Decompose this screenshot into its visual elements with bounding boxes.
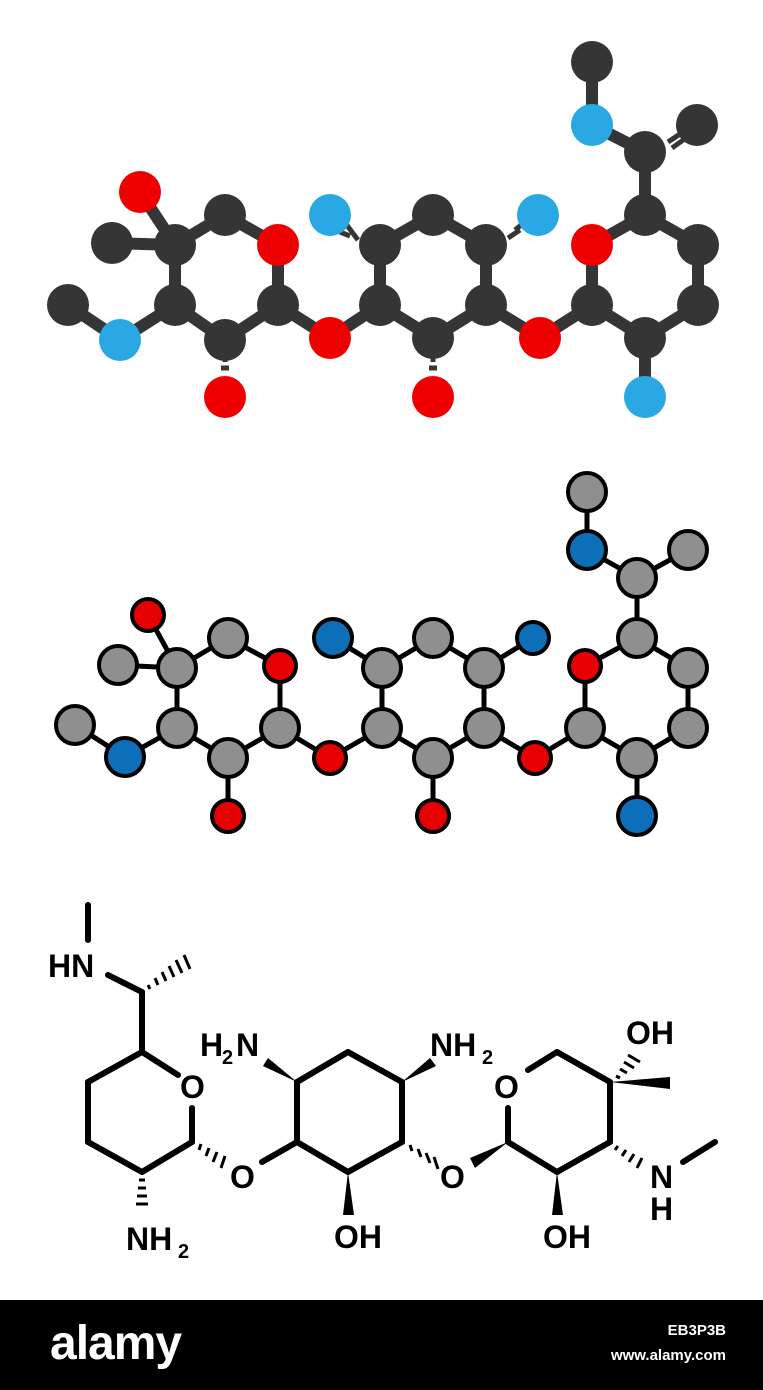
atom-carbon [97, 644, 139, 686]
atom-nitrogen [309, 194, 351, 236]
atom-carbon [463, 707, 505, 749]
atom-nitrogen [571, 104, 613, 146]
atom-oxygen [262, 648, 298, 684]
label-o-ring-right: O [494, 1069, 519, 1105]
atom-carbon [566, 471, 608, 513]
atom-carbon [207, 737, 249, 779]
label-n-right: N [650, 1159, 673, 1195]
svg-text:H: H [200, 1027, 223, 1063]
atom-carbon [616, 617, 658, 659]
atom-oxygen [204, 376, 246, 418]
atom-nitrogen [312, 617, 354, 659]
atom-carbon [207, 617, 249, 659]
label-o-link-left: O [230, 1159, 255, 1195]
label-h2n-top: H 2 N [200, 1027, 259, 1069]
watermark-footer: alamy EB3P3B www.alamy.com [0, 1300, 763, 1390]
atom-nitrogen [515, 620, 551, 656]
hashes-skeletal [136, 954, 644, 1206]
atom-oxygen [312, 740, 348, 776]
label-oh-middle: OH [334, 1219, 382, 1255]
svg-text:N: N [236, 1027, 259, 1063]
atom-carbon [154, 224, 196, 266]
atom-carbon [412, 194, 454, 236]
label-o-ring-left: O [180, 1069, 205, 1105]
atom-carbon [361, 647, 403, 689]
atom-carbon [571, 284, 613, 326]
wedges-skeletal [263, 1058, 670, 1215]
atom-oxygen [309, 317, 351, 359]
atom-carbon [154, 284, 196, 326]
atom-carbon [624, 194, 666, 236]
image-id: EB3P3B [667, 1322, 726, 1339]
atom-oxygen [517, 740, 553, 776]
svg-text:NH: NH [126, 1221, 172, 1257]
atom-carbon [667, 707, 709, 749]
model-flat [47, 41, 719, 418]
atom-carbon [677, 224, 719, 266]
atom-carbon [624, 317, 666, 359]
atom-carbon [463, 647, 505, 689]
atom-nitrogen [104, 736, 146, 778]
label-nh2-top-right: NH 2 [430, 1027, 493, 1069]
atom-oxygen [119, 171, 161, 213]
atom-carbon [564, 707, 606, 749]
atom-carbon [465, 284, 507, 326]
atom-carbon [616, 737, 658, 779]
atom-carbon [616, 557, 658, 599]
atom-carbon [676, 104, 718, 146]
atom-carbon [156, 647, 198, 689]
atom-carbon [359, 284, 401, 326]
atom-carbon [624, 131, 666, 173]
atom-carbon [54, 704, 96, 746]
atom-nitrogen [624, 376, 666, 418]
atom-carbon [204, 194, 246, 236]
molecule-figure: HN O O NH 2 H 2 N NH 2 OH O O OH OH N H [47, 41, 719, 1263]
svg-text:NH: NH [430, 1027, 476, 1063]
atom-nitrogen [616, 795, 658, 837]
label-oh-bottom-right: OH [543, 1219, 591, 1255]
atom-carbon [571, 41, 613, 83]
atom-carbon [465, 224, 507, 266]
atom-oxygen [257, 224, 299, 266]
label-nh2-left-bottom: NH 2 [126, 1221, 189, 1263]
label-h-right: H [650, 1191, 673, 1227]
svg-text:2: 2 [482, 1047, 493, 1069]
brand-logo: alamy [50, 1317, 182, 1370]
atom-carbon [677, 284, 719, 326]
atom-carbon [412, 617, 454, 659]
atom-carbon [47, 284, 89, 326]
label-o-link-right: O [440, 1159, 465, 1195]
atoms-flat [47, 41, 719, 418]
atom-carbon [412, 737, 454, 779]
atom-carbon [156, 707, 198, 749]
atom-nitrogen [566, 529, 608, 571]
atom-oxygen [412, 376, 454, 418]
site-url[interactable]: www.alamy.com [610, 1347, 726, 1364]
svg-text:2: 2 [178, 1241, 189, 1263]
atom-oxygen [130, 597, 166, 633]
atom-carbon [412, 317, 454, 359]
atom-carbon [359, 224, 401, 266]
label-hn: HN [48, 948, 94, 984]
skeletal-formula: HN O O NH 2 H 2 N NH 2 OH O O OH OH N H [48, 902, 718, 1263]
atom-carbon [204, 319, 246, 361]
atom-carbon [361, 707, 403, 749]
svg-text:2: 2 [222, 1047, 233, 1069]
model-outlined [54, 471, 709, 837]
bonds-skeletal [85, 902, 718, 1175]
atom-oxygen [210, 798, 246, 834]
atom-carbon [91, 222, 133, 264]
atom-oxygen [415, 798, 451, 834]
atom-carbon [259, 707, 301, 749]
atom-oxygen [567, 648, 603, 684]
atom-oxygen [519, 317, 561, 359]
atom-carbon [257, 284, 299, 326]
atoms-outlined [54, 471, 709, 837]
atom-nitrogen [517, 194, 559, 236]
atom-carbon [667, 647, 709, 689]
atom-nitrogen [99, 319, 141, 361]
atom-carbon [667, 529, 709, 571]
atom-oxygen [571, 224, 613, 266]
label-oh-top-right: OH [626, 1015, 674, 1051]
